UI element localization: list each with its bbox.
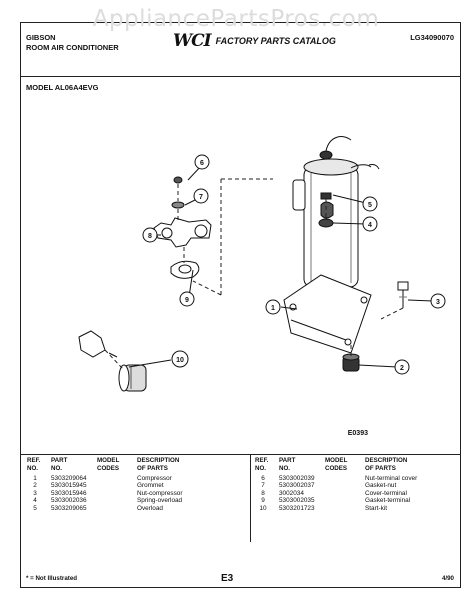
- compressor-illustration: [283, 136, 372, 354]
- callout-6: 6: [194, 154, 210, 170]
- assembly-guide-lines: [104, 178, 404, 371]
- header-divider: [21, 76, 460, 77]
- wci-logo: WCI: [173, 31, 212, 51]
- catalog-number: LG34090070: [410, 33, 454, 42]
- start-kit-illustration: [78, 330, 147, 392]
- callout-8: 8: [142, 227, 158, 243]
- callout-5: 5: [362, 196, 378, 212]
- table-column-divider: [250, 454, 251, 542]
- bolt-illustration: [397, 281, 409, 308]
- parts-catalog-sheet: GIBSON ROOM AIR CONDITIONER WCI FACTORY …: [20, 22, 461, 588]
- callout-markers: 6 7 8 9 5 4 3 1 2 10: [142, 154, 446, 375]
- page-number: E3: [221, 573, 234, 584]
- callout-5-label: 5: [368, 202, 372, 209]
- callout-3: 3: [430, 293, 446, 309]
- callout-7: 7: [193, 188, 209, 204]
- callout-8-label: 8: [148, 233, 152, 240]
- callout-4-label: 4: [368, 222, 372, 229]
- issue-date: 4/90: [441, 575, 454, 582]
- terminal-cover-illustration: [153, 176, 212, 279]
- header-brand-block: GIBSON ROOM AIR CONDITIONER: [26, 33, 119, 53]
- callout-2-label: 2: [400, 365, 404, 372]
- brand-name: GIBSON: [26, 33, 56, 42]
- callout-4: 4: [362, 216, 378, 232]
- callout-10: 10: [171, 350, 189, 368]
- callout-1-label: 1: [271, 305, 275, 312]
- callout-1: 1: [265, 299, 281, 315]
- callout-9-label: 9: [185, 297, 189, 304]
- callout-9: 9: [179, 291, 195, 307]
- callout-2: 2: [394, 359, 410, 375]
- header-catalog-title-block: WCI FACTORY PARTS CATALOG: [173, 31, 336, 51]
- model-number: MODEL AL06A4EVG: [26, 83, 99, 92]
- header-ref: REF.NO.: [27, 457, 41, 472]
- product-name: ROOM AIR CONDITIONER: [26, 43, 119, 52]
- footnote-not-illustrated: * = Not Illustrated: [26, 575, 78, 582]
- figure-code: E0393: [347, 430, 368, 437]
- grommet-illustration: [342, 353, 360, 372]
- callout-10-label: 10: [176, 357, 184, 364]
- exploded-parts-diagram: 6 7 8 9 5 4 3 1 2 10: [78, 136, 446, 392]
- header-ref: REF.NO.: [255, 457, 269, 472]
- table-divider: [21, 454, 460, 455]
- callout-6-label: 6: [200, 160, 204, 167]
- callout-3-label: 3: [436, 299, 440, 306]
- callout-7-label: 7: [199, 194, 203, 201]
- catalog-title: FACTORY PARTS CATALOG: [215, 36, 336, 46]
